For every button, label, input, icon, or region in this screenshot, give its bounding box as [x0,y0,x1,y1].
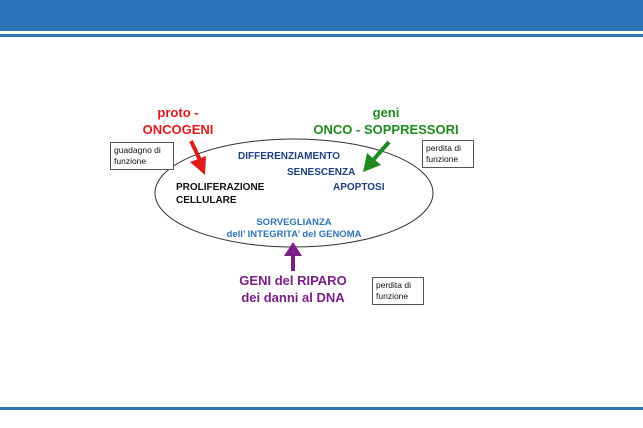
perdita-funzione-box-top: perdita di funzione [422,140,474,168]
apoptosi-label: APOPTOSI [333,182,385,193]
sorveglianza-label: SORVEGLIANZA dell’ INTEGRITA’ del GENOMA [214,217,374,241]
onco-soppressori-line: ONCO - SOPPRESSORI [313,122,459,137]
funzione-line: funzione [376,291,409,301]
senescenza-label: SENESCENZA [287,167,356,178]
sorveglianza-line: SORVEGLIANZA [256,217,332,228]
geni-riparo-line: GENI del RIPARO [239,273,347,288]
top-divider [0,34,643,37]
green-arrow-icon [363,140,391,172]
funzione-line: funzione [426,154,459,164]
cellulare-line: CELLULARE [176,195,237,206]
proliferazione-line: PROLIFERAZIONE [176,182,265,193]
perdita-line: perdita di [426,143,461,153]
geni-riparo-label: GENI del RIPARO dei danni al DNA [228,272,358,306]
proto-oncogeni-label: proto - ONCOGENI [128,104,228,138]
guadagno-funzione-box: guadagno di funzione [110,142,174,170]
onco-soppressori-label: geni ONCO - SOPPRESSORI [306,104,466,138]
funzione-line: funzione [114,156,147,166]
proto-line: proto - [157,105,199,120]
perdita-funzione-box-bottom: perdita di funzione [372,277,424,305]
integrita-genoma-line: dell’ INTEGRITA’ del GENOMA [226,229,362,240]
bottom-divider [0,407,643,410]
geni-line: geni [372,105,400,120]
red-arrow-icon [189,140,206,175]
perdita-line: perdita di [376,280,411,290]
oncogeni-line: ONCOGENI [142,122,214,137]
danni-dna-line: dei danni al DNA [241,290,345,305]
purple-arrow-icon [284,242,302,271]
differenziamento-label: DIFFERENZIAMENTO [238,151,341,162]
proliferazione-label: PROLIFERAZIONE CELLULARE [176,181,264,207]
guadagno-line: guadagno di [114,145,161,155]
title-bar [0,0,643,31]
